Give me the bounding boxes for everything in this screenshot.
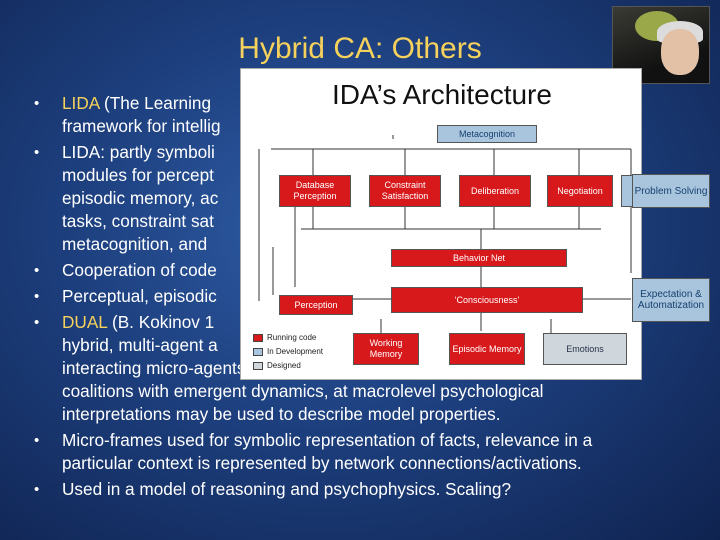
legend-designed: Designed — [253, 361, 301, 370]
problem-solving-box: Problem Solving — [632, 174, 710, 208]
expectation-automatization-box: Expectation & Automatization — [632, 278, 710, 322]
emotions-box: Emotions — [543, 333, 627, 365]
bullet-list: LIDA (The Learning framework for intelli… — [28, 92, 708, 501]
consciousness-box: ‘Consciousness’ — [391, 287, 583, 313]
episodic-memory-box: Episodic Memory — [449, 333, 525, 365]
bullet-micro-frames: Micro-frames used for symbolic represent… — [28, 429, 708, 475]
bullet-highlight: DUAL — [62, 312, 108, 332]
diagram-title: IDA’s Architecture — [332, 79, 552, 110]
face-shape — [661, 29, 699, 75]
legend-swatch — [253, 361, 263, 370]
working-memory-box: Working Memory — [353, 333, 419, 365]
behavior-net-box: Behavior Net — [391, 249, 567, 267]
ida-architecture-diagram: IDA’s Architecture Metacognition Databas… — [240, 68, 642, 380]
perception-box: Perception — [279, 295, 353, 315]
bullet-cooperation: Cooperation of code — [28, 259, 708, 282]
database-perception-box: Database Perception — [279, 175, 351, 207]
slide-title: Hybrid CA: Others — [238, 32, 482, 65]
metacognition-box: Metacognition — [437, 125, 537, 143]
bullet-lida-modules: LIDA: partly symboli modules for percept… — [28, 141, 708, 256]
deliberation-box: Deliberation — [459, 175, 531, 207]
portrait-photo — [612, 6, 710, 84]
bullet-highlight: LIDA — [62, 93, 100, 113]
legend-swatch — [253, 347, 263, 356]
bullet-lida: LIDA (The Learning framework for intelli… — [28, 92, 708, 138]
bullet-perceptual: Perceptual, episodic — [28, 285, 708, 308]
legend-swatch — [253, 333, 263, 342]
diagram-connections — [258, 135, 632, 333]
legend-in-development: In Development — [253, 347, 323, 356]
negotiation-box: Negotiation — [547, 175, 613, 207]
legend-running-code: Running code — [253, 333, 316, 342]
constraint-satisfaction-box: Constraint Satisfaction — [369, 175, 441, 207]
bullet-scaling: Used in a model of reasoning and psychop… — [28, 478, 708, 501]
